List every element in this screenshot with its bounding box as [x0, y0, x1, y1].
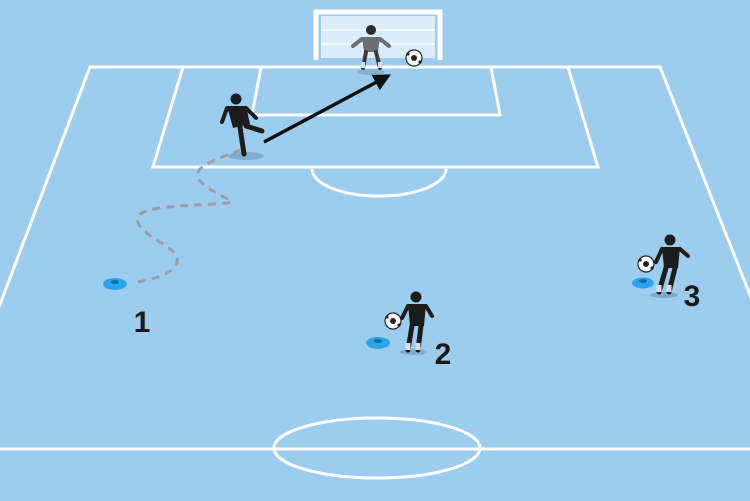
dribble-path — [136, 148, 241, 284]
penalty-arc — [310, 168, 448, 198]
ball-icon — [405, 49, 423, 67]
station-label-3: 3 — [684, 280, 701, 313]
pitch-markings — [0, 65, 750, 480]
field-boundary-lines — [0, 65, 750, 309]
station-label-1: 1 — [134, 306, 151, 339]
ball-icon — [384, 312, 402, 330]
cone-icon — [632, 277, 654, 289]
station-label-2: 2 — [435, 338, 452, 371]
ball-icon — [637, 255, 655, 273]
player-icon — [220, 93, 265, 160]
penalty-box — [150, 66, 601, 169]
shot-arrow — [263, 74, 392, 144]
cone-icon — [366, 337, 390, 349]
center-circle — [272, 416, 482, 480]
goal-frame — [313, 9, 443, 60]
goal-box — [250, 66, 502, 117]
cone-icon — [103, 278, 127, 290]
player-icon — [650, 234, 690, 298]
goalkeeper-icon — [351, 25, 391, 75]
player-icon — [400, 291, 434, 355]
